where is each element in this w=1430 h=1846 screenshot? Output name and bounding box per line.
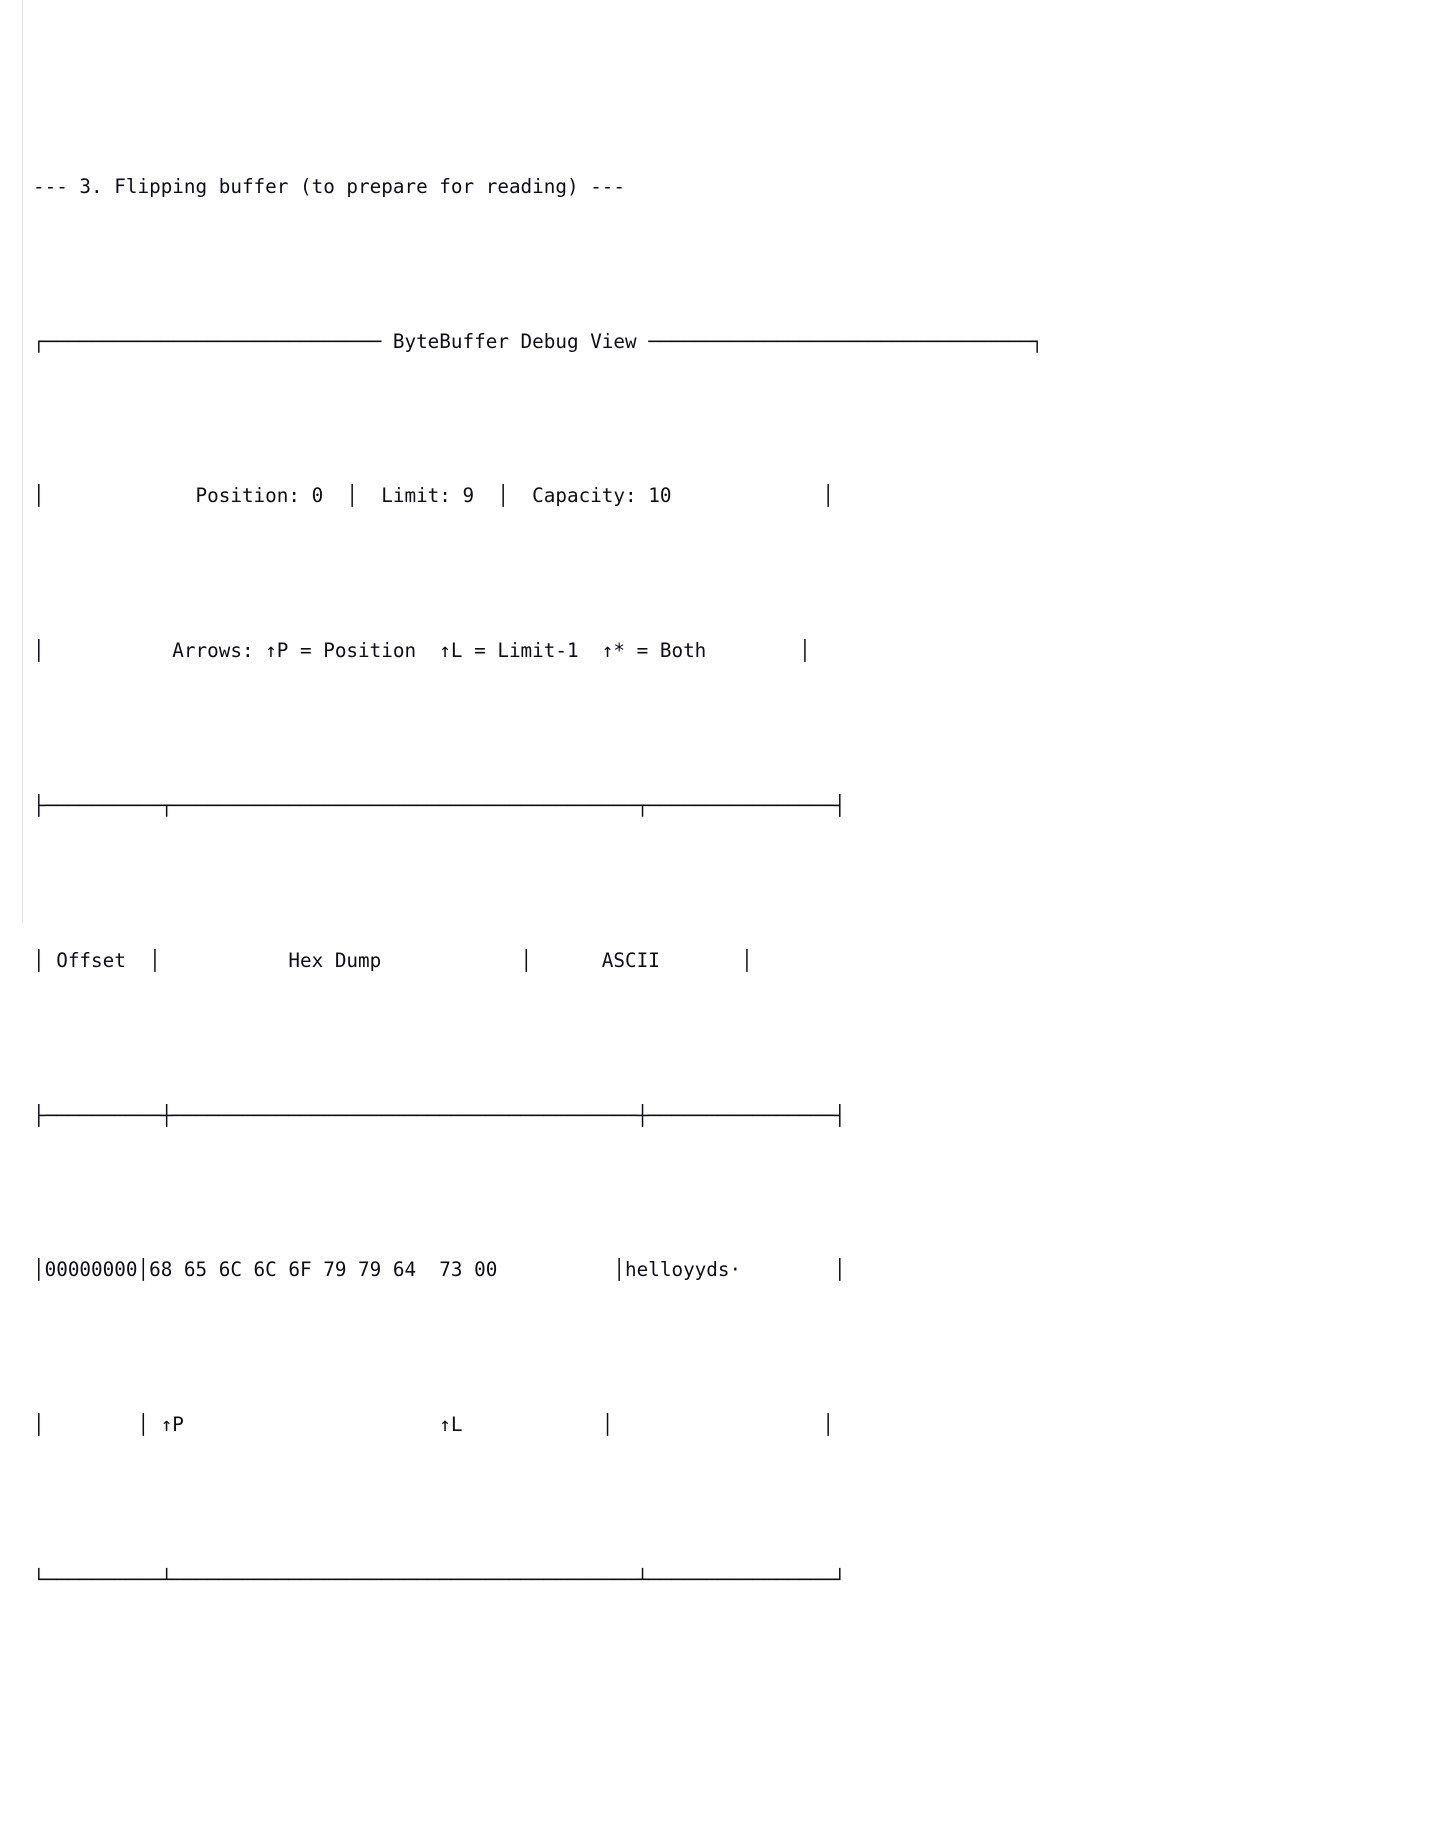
left-gutter-divider bbox=[22, 0, 23, 923]
section-3-header: --- 3. Flipping buffer (to prepare for r… bbox=[33, 174, 626, 198]
panel-1-hex-row: │00000000│68 65 6C 6C 6F 79 79 64 73 00 … bbox=[33, 1258, 846, 1282]
panel-1-legend-row: │ Arrows: ↑P = Position ↑L = Limit-1 ↑* … bbox=[33, 639, 811, 663]
spacer-1 bbox=[33, 1716, 1043, 1755]
panel-1-column-headers: │ Offset │ Hex Dump │ ASCII │ bbox=[33, 948, 753, 972]
panel-1-stats-row: │ Position: 0 │ Limit: 9 │ Capacity: 10 … bbox=[33, 484, 834, 508]
panel-1-header-rule-top: ├──────────┬────────────────────────────… bbox=[33, 794, 846, 817]
panel-1-header-rule-mid: ├──────────┼────────────────────────────… bbox=[33, 1103, 846, 1127]
panel-1-top-border: ┌───────────────────────────── ByteBuffe… bbox=[33, 329, 1043, 353]
panel-1-marker-row: │ │ ↑P ↑L │ │ bbox=[33, 1413, 834, 1437]
console-output: --- 3. Flipping buffer (to prepare for r… bbox=[33, 13, 1043, 1846]
panel-1-bottom-border: └──────────┴────────────────────────────… bbox=[33, 1567, 846, 1591]
